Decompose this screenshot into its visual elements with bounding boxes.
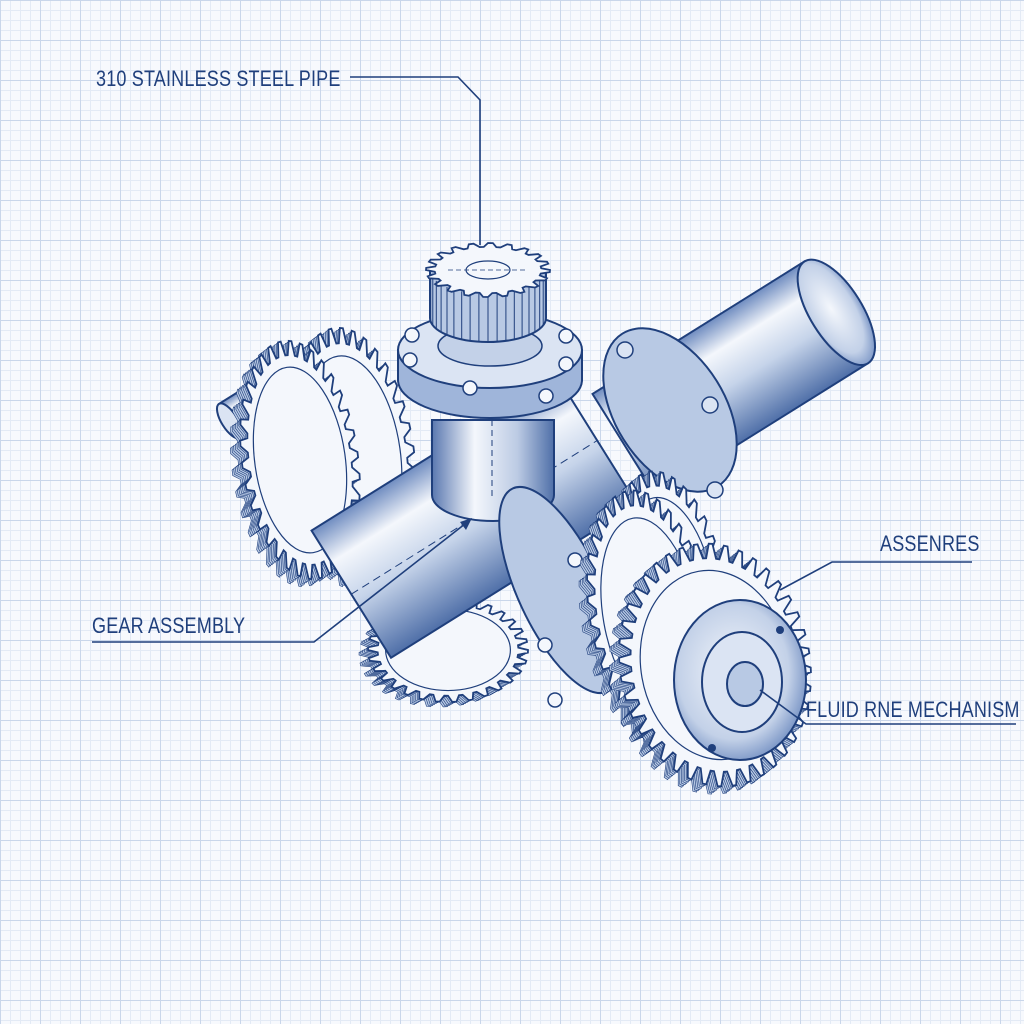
label-pipe: 310 STAINLESS STEEL PIPE — [96, 66, 341, 91]
gear-assembly-arrowhead — [460, 518, 472, 530]
label-fluid-mechanism: FLUID RNE MECHANISM — [806, 697, 1020, 722]
gear-assembly-leader — [92, 519, 471, 643]
top-pinion-gear — [425, 242, 551, 343]
label-assenres: ASSENRES — [880, 531, 980, 556]
label-gear-assembly: GEAR ASSEMBLY — [92, 613, 246, 638]
front-hub — [673, 599, 807, 761]
pipe-leader — [350, 76, 481, 245]
rear-flange — [602, 327, 738, 499]
leader-lines — [92, 76, 1016, 725]
assenres-leader — [779, 561, 972, 591]
fluid-mechanism-leader — [759, 689, 1016, 725]
right-flange — [498, 485, 622, 708]
